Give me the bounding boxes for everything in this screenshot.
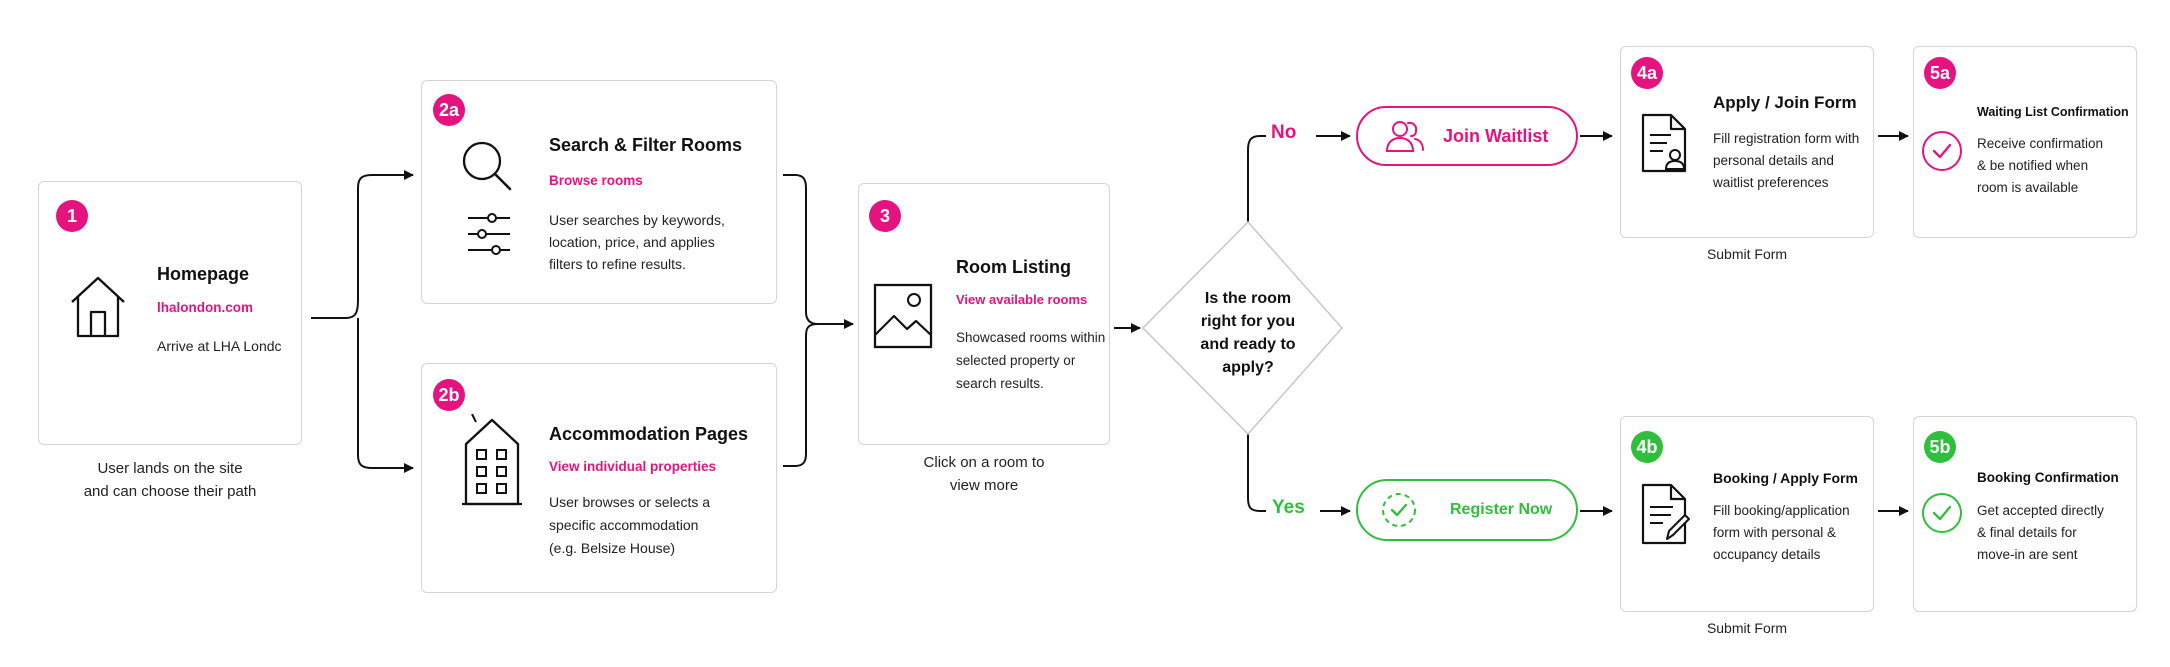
branch-yes-label: Yes xyxy=(1272,497,1305,518)
caption-line: Click on a room to xyxy=(923,454,1045,471)
step-description-line: Receive confirmation xyxy=(1977,136,2104,151)
caption-line: and can choose their path xyxy=(83,483,257,500)
step-badge: 4b xyxy=(1631,431,1663,463)
step-4b-caption: Submit Form xyxy=(1706,620,1788,636)
step-5a-waitlist-confirmation-card: 5a Waiting List Confirmation Receive con… xyxy=(1913,46,2137,238)
caption-line: User lands on the site xyxy=(97,460,243,477)
image-icon xyxy=(873,283,933,349)
users-icon xyxy=(1385,121,1424,152)
step-description: Arrive at LHA Londc xyxy=(157,338,282,354)
step-badge: 5a xyxy=(1924,57,1956,89)
caption-line: view more xyxy=(949,477,1019,494)
register-now-button[interactable]: Register Now xyxy=(1356,479,1578,541)
register-now-label: Register Now xyxy=(1450,501,1553,518)
decision-line: apply? xyxy=(1222,359,1274,376)
step-description-line: & final details for xyxy=(1977,525,2077,540)
step-description-line: occupancy details xyxy=(1713,547,1821,562)
connector-1-split xyxy=(311,170,414,319)
step-description-line: & be notified when xyxy=(1977,158,2089,173)
dashed-check-icon xyxy=(1382,493,1416,527)
step-badge: 3 xyxy=(869,200,901,232)
step-description-line: (e.g. Belsize House) xyxy=(549,540,676,556)
step-description-line: waitlist preferences xyxy=(1713,175,1829,190)
step-description-line: User searches by keywords, xyxy=(549,212,725,228)
step-description-line: move-in are sent xyxy=(1977,547,2078,562)
check-circle-icon xyxy=(1922,493,1962,533)
step-description-line: location, price, and applies xyxy=(549,234,715,250)
step-2b-accommodation-card: 2b Accommodation Pages View individual p… xyxy=(421,363,777,593)
step-description-line: Showcased rooms within xyxy=(956,330,1106,345)
step-4a-apply-form-card: 4a Apply / Join Form Fill registration f… xyxy=(1620,46,1874,238)
step-description-line: personal details and xyxy=(1713,153,1834,168)
step-description-line: selected property or xyxy=(956,353,1076,368)
step-badge: 1 xyxy=(56,200,88,232)
step-title: Accommodation Pages xyxy=(549,424,749,444)
step-3-caption: Click on a room to view more xyxy=(858,451,1110,497)
search-icon xyxy=(462,141,512,191)
join-waitlist-label: Join Waitlist xyxy=(1443,125,1549,146)
branch-no-label: No xyxy=(1271,122,1297,143)
connector-2a-merge xyxy=(783,174,854,329)
step-title: Search & Filter Rooms xyxy=(549,135,743,155)
step-5b-booking-confirmation-card: 5b Booking Confirmation Get accepted dir… xyxy=(1913,416,2137,612)
step-title: Apply / Join Form xyxy=(1713,93,1857,112)
step-subtitle[interactable]: View available rooms xyxy=(956,292,1088,307)
step-link[interactable]: lhalondon.com xyxy=(157,300,253,315)
decision-line: right for you xyxy=(1200,313,1296,330)
connector-decision-no xyxy=(1247,135,1266,222)
house-icon xyxy=(71,276,125,338)
decision-line: Is the room xyxy=(1204,290,1292,307)
step-4a-caption: Submit Form xyxy=(1706,246,1788,262)
step-title: Homepage xyxy=(157,264,250,284)
step-title: Room Listing xyxy=(956,257,1071,277)
step-badge: 2b xyxy=(433,379,465,411)
step-description-line: Fill registration form with xyxy=(1713,131,1860,146)
sliders-icon xyxy=(468,213,510,255)
decision-line: and ready to xyxy=(1200,336,1296,353)
form-user-icon xyxy=(1641,113,1687,173)
step-title: Booking / Apply Form xyxy=(1713,470,1858,486)
step-description-line: form with personal & xyxy=(1713,525,1837,540)
step-4b-booking-form-card: 4b Booking / Apply Form Fill booking/app… xyxy=(1620,416,1874,612)
step-title: Waiting List Confirmation xyxy=(1977,105,2129,119)
step-2a-search-card: 2a Search & Filter Rooms Browse rooms Us… xyxy=(421,80,777,304)
step-subtitle[interactable]: View individual properties xyxy=(549,459,717,474)
step-description-line: User browses or selects a xyxy=(549,494,711,510)
step-description-line: Fill booking/application xyxy=(1713,503,1850,518)
step-description-line: room is available xyxy=(1977,180,2079,195)
step-description-line: search results. xyxy=(956,376,1044,391)
step-description-line: filters to refine results. xyxy=(549,256,686,272)
check-circle-icon xyxy=(1922,131,1962,171)
form-pen-icon xyxy=(1641,483,1690,545)
step-badge: 2a xyxy=(433,94,465,126)
building-icon xyxy=(462,414,522,506)
decision-diamond xyxy=(1141,220,1344,436)
step-1-caption: User lands on the site and can choose th… xyxy=(38,457,302,503)
step-badge: 4a xyxy=(1631,57,1663,89)
connector-2b-merge xyxy=(783,323,819,467)
step-description-line: Get accepted directly xyxy=(1977,503,2104,518)
decision-question: Is the room right for you and ready to a… xyxy=(1168,287,1328,379)
join-waitlist-button[interactable]: Join Waitlist xyxy=(1356,106,1578,166)
connector-1-to-2b xyxy=(357,318,414,473)
step-title: Booking Confirmation xyxy=(1977,470,2119,485)
step-3-room-listing-card: 3 Room Listing View available rooms Show… xyxy=(858,183,1110,445)
step-description-line: specific accommodation xyxy=(549,517,699,533)
step-subtitle[interactable]: Browse rooms xyxy=(549,173,643,188)
step-1-homepage-card: 1 Homepage lhalondon.com Arrive at LHA L… xyxy=(38,181,302,445)
step-badge: 5b xyxy=(1924,431,1956,463)
connector-decision-yes xyxy=(1247,434,1266,512)
